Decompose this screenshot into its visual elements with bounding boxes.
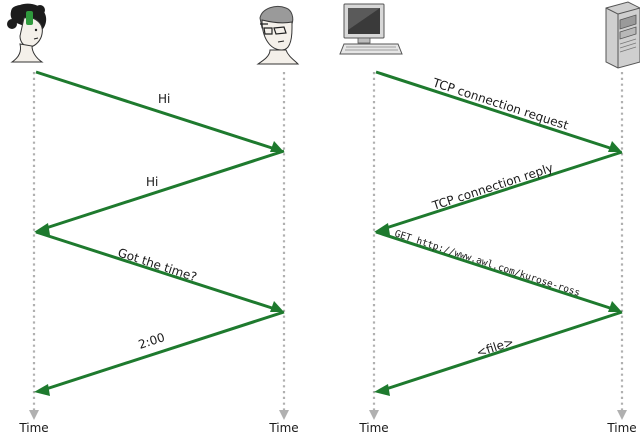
timeline-man bbox=[279, 72, 289, 420]
time-label-woman: Time bbox=[19, 421, 49, 435]
time-label-server: Time bbox=[607, 421, 637, 435]
message-file-reply: <file> bbox=[374, 310, 623, 396]
message-hi-2: Hi bbox=[34, 149, 285, 235]
timeline-client bbox=[369, 72, 379, 420]
message-label: Hi bbox=[146, 175, 158, 189]
message-time-reply: 2:00 bbox=[34, 310, 285, 396]
message-label: Hi bbox=[158, 92, 170, 106]
message-label: <file> bbox=[475, 335, 516, 360]
message-label: GET http://www.awl.com/kurose-ross bbox=[393, 228, 581, 299]
time-label-man: Time bbox=[269, 421, 299, 435]
message-hi-1: Hi bbox=[35, 70, 284, 152]
message-label: Got the time? bbox=[116, 246, 198, 285]
message-label: TCP connection request bbox=[430, 75, 570, 132]
message-tcp-request: TCP connection request bbox=[375, 70, 622, 152]
message-tcp-reply: TCP connection reply bbox=[374, 150, 623, 235]
message-label: TCP connection reply bbox=[430, 161, 555, 214]
message-get-request: GET http://www.awl.com/kurose-ross bbox=[375, 228, 622, 312]
woman-head-icon bbox=[7, 3, 47, 63]
time-label-client: Time bbox=[359, 421, 389, 435]
message-label: 2:00 bbox=[137, 330, 167, 352]
timeline-server bbox=[617, 72, 627, 420]
message-got-the-time: Got the time? bbox=[35, 230, 284, 312]
server-tower-icon bbox=[605, 1, 640, 69]
desktop-computer-icon bbox=[339, 3, 403, 55]
man-with-glasses-icon bbox=[256, 5, 300, 65]
timeline-woman bbox=[29, 72, 39, 420]
